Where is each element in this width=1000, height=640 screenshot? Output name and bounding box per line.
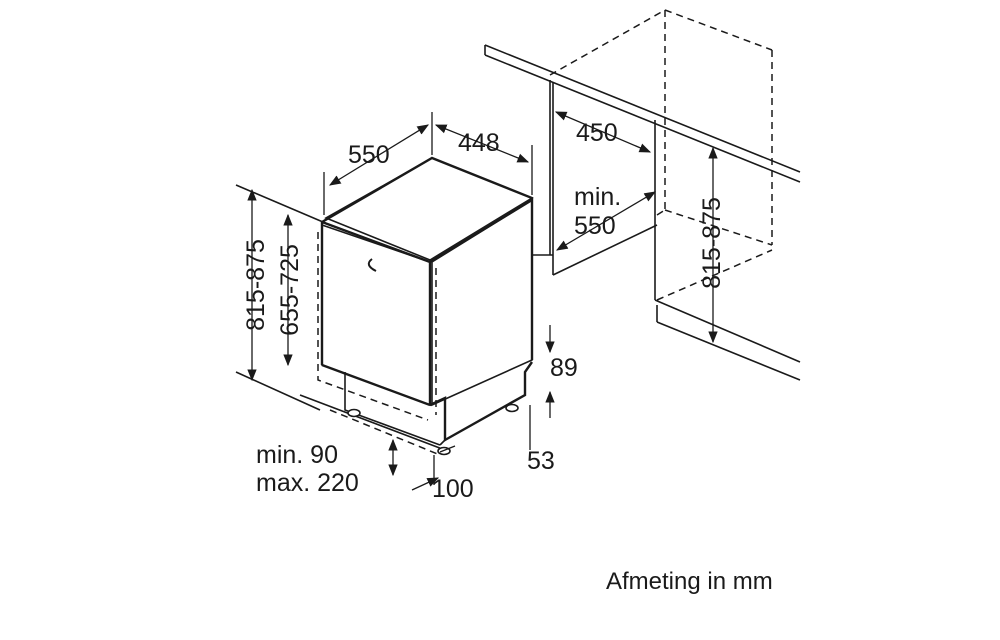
niche-height-right-label: 815-875	[698, 197, 726, 289]
units-footnote: Afmeting in mm	[606, 568, 773, 595]
dimension-lines	[247, 111, 718, 491]
plinth-max-label: max. 220	[256, 469, 359, 497]
dishwasher	[317, 156, 534, 456]
cabinet-depth-value-label: 550	[574, 212, 616, 240]
appliance-height-label: 655-725	[276, 244, 304, 336]
cabinet-depth-min-label: min.	[574, 183, 621, 211]
depth-label: 550	[348, 141, 390, 169]
plinth-min-label: min. 90	[256, 441, 338, 469]
cabinet-width-label: 450	[576, 119, 618, 147]
width-label: 448	[458, 129, 500, 157]
plinth-upper-label: 89	[550, 354, 578, 382]
foot-offset-label: 100	[432, 475, 474, 503]
niche-height-left-label: 815-875	[242, 239, 270, 331]
plinth-lower-label: 53	[527, 447, 555, 475]
